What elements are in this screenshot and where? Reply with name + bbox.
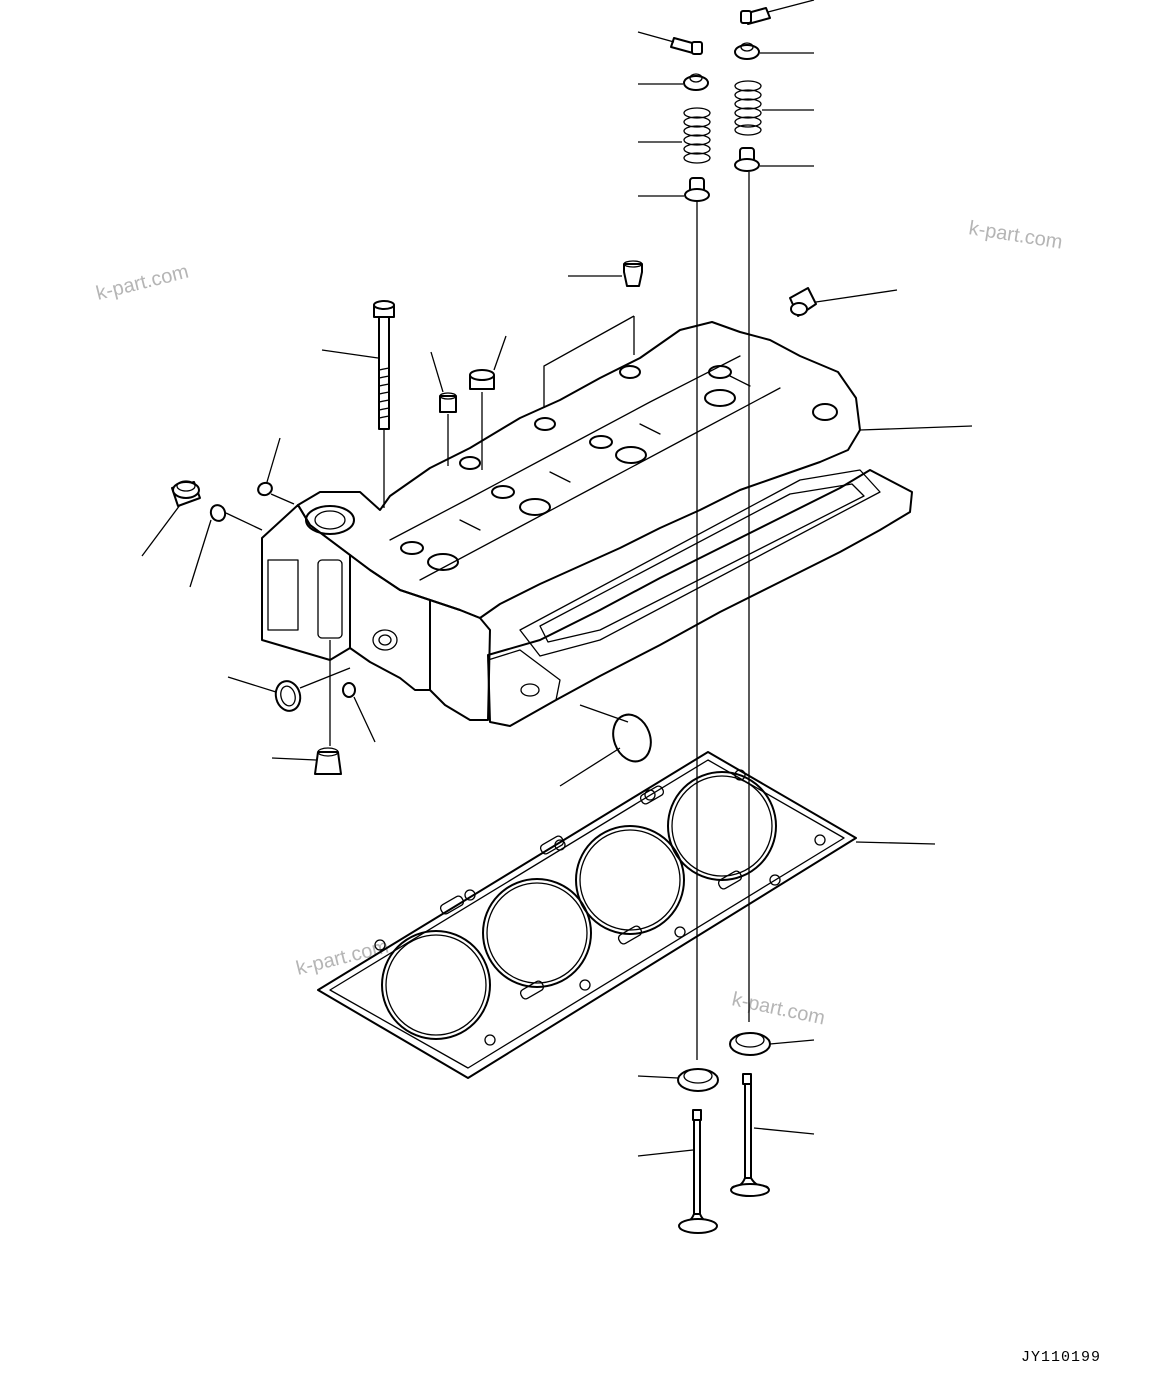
valve-seat-right	[729, 1032, 815, 1056]
spring-retainer-right	[734, 42, 814, 60]
valve-stem-seal-left	[638, 177, 710, 202]
spring-retainer-left	[638, 73, 709, 91]
plug-front-small	[342, 682, 376, 743]
gasket-holes	[374, 769, 826, 1046]
valve-stem-seal-right	[734, 147, 814, 172]
plug-right	[789, 287, 898, 317]
drawing-id-label: JY110199	[1021, 1349, 1102, 1366]
watermark-bottom-right: k-part.com	[730, 988, 827, 1029]
plug-side-large	[559, 704, 652, 787]
plug-front-large	[227, 667, 351, 712]
valve-cotter-right	[740, 0, 815, 25]
head-bolt	[321, 300, 395, 508]
valve-seat-left	[637, 1068, 719, 1092]
watermark-top-left: k-part.com	[94, 261, 191, 305]
valve-spring-left	[638, 107, 711, 164]
plug-left-large	[141, 480, 201, 557]
valve-spring-right	[734, 80, 814, 136]
ring-sleeve	[469, 335, 507, 470]
head-gasket	[317, 751, 857, 1079]
dowel-bush	[430, 351, 457, 466]
o-ring-left	[189, 504, 263, 588]
plug-top-center	[543, 260, 643, 408]
head-leader	[859, 425, 973, 431]
intake-valve	[637, 1109, 718, 1234]
exhaust-valve	[730, 1073, 815, 1197]
cylinder-head	[261, 321, 913, 727]
plug-front-cap	[271, 640, 342, 775]
o-ring-small	[257, 437, 295, 505]
watermark-top-right: k-part.com	[967, 217, 1064, 254]
gasket-leader	[855, 841, 936, 845]
valve-cotter-left	[637, 31, 703, 55]
